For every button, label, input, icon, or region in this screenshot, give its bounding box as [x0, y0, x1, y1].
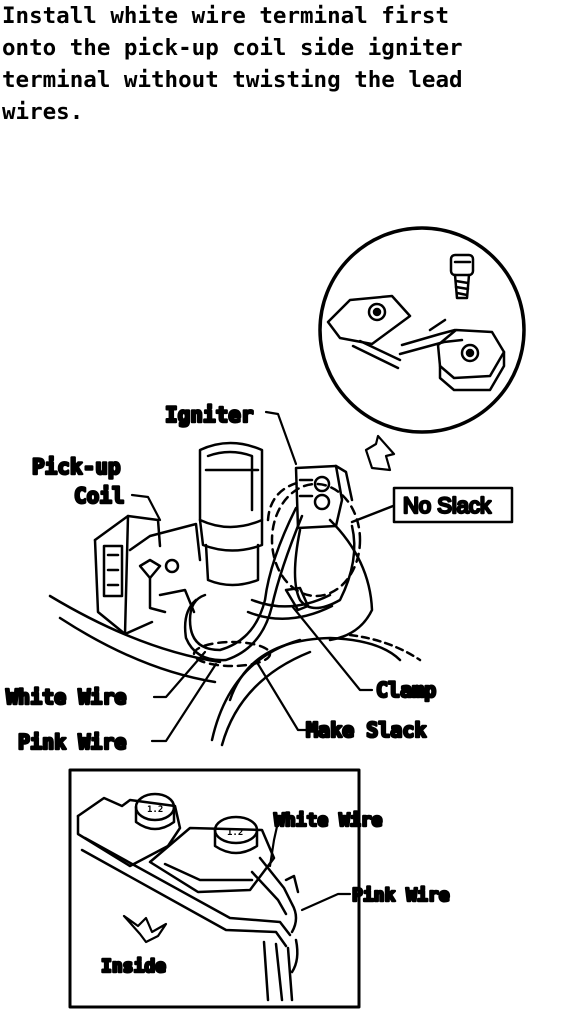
label-inside: Inside [101, 956, 166, 977]
label-pickup-coil-line1: Pick-up [32, 455, 121, 479]
svg-text:1.2: 1.2 [147, 805, 163, 815]
up-arrow-icon [364, 434, 396, 472]
label-igniter: Igniter [165, 403, 254, 427]
instruction-line-4: wires. [2, 99, 84, 125]
no-slack-box [392, 486, 514, 524]
instruction-text: Install white wire terminal first onto t… [2, 0, 572, 128]
label-white-wire: White Wire [6, 685, 126, 709]
detail-magnifier [318, 226, 526, 434]
ignition-assembly [48, 441, 422, 747]
label-inset-pink-wire: Pink Wire [352, 885, 450, 906]
label-pink-wire: Pink Wire [18, 730, 126, 754]
inset-detail: 1.2 1.2 [68, 768, 361, 1009]
inside-arrow-icon [122, 914, 168, 944]
leader-lines [130, 410, 374, 743]
label-clamp: Clamp [376, 678, 436, 702]
screw-icon [449, 253, 475, 300]
svg-text:1.2: 1.2 [227, 828, 243, 838]
label-make-slack: Make Slack [306, 718, 426, 742]
instruction-line-2: onto the pick-up coil side igniter [2, 35, 463, 61]
label-inset-white-wire: White Wire [274, 810, 383, 831]
instruction-line-1: Install white wire terminal first [2, 3, 450, 29]
label-pickup-coil-line2: Coil [74, 484, 125, 508]
instruction-line-3: terminal without twisting the lead [2, 67, 463, 93]
label-no-slack: No Slack [403, 493, 492, 518]
